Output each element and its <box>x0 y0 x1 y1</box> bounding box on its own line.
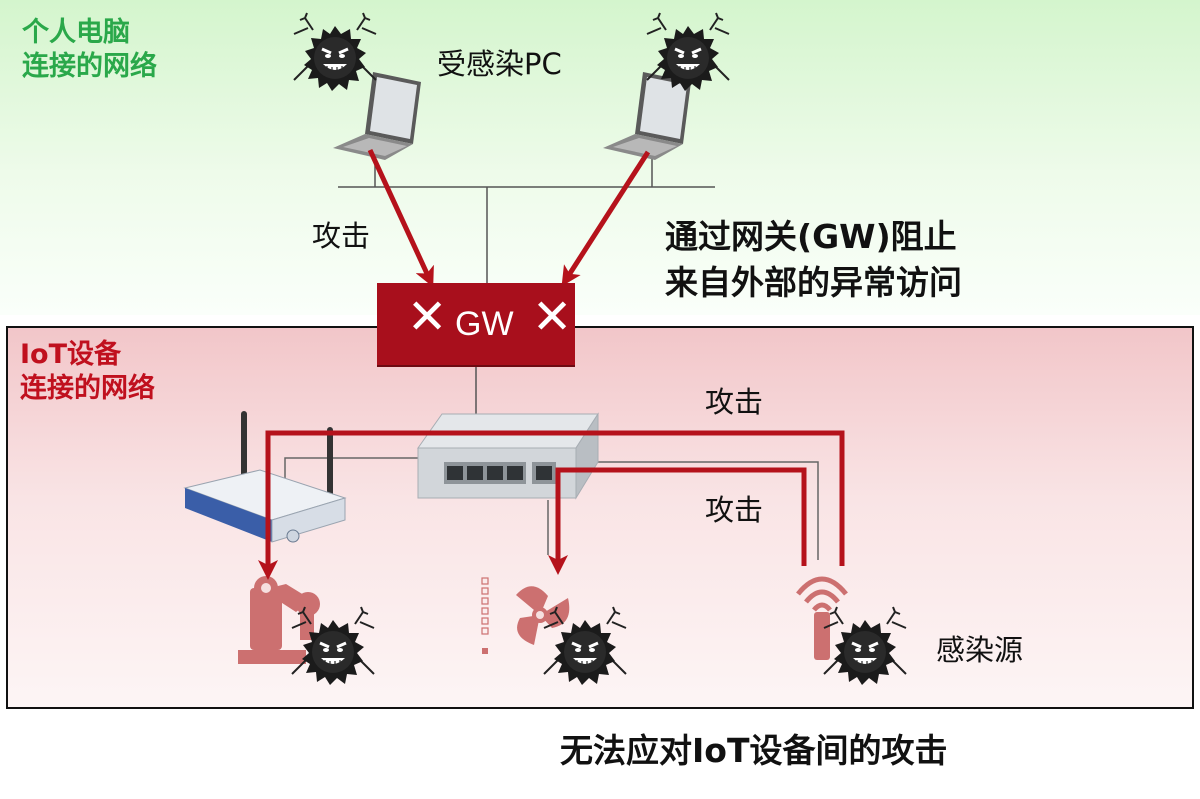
gateway-label: GW <box>455 305 514 343</box>
iot-network-label-line2: 连接的网络 <box>20 373 155 404</box>
virus-icon <box>822 605 908 687</box>
attack-label-iot-2: 攻击 <box>705 493 764 527</box>
infection-source-label: 感染源 <box>936 633 1024 667</box>
iot-network-label: IoT设备 连接的网络 <box>20 338 155 406</box>
gw-block-text-line2: 来自外部的异常访问 <box>665 263 962 302</box>
conclusion-text: 无法应对IoT设备间的攻击 <box>560 731 948 770</box>
pc-network-label: 个人电脑 连接的网络 <box>22 16 157 84</box>
pc-network-zone <box>0 0 1200 315</box>
wifi-router-icon <box>183 411 347 543</box>
pc-network-bus <box>338 152 715 283</box>
robot-arm-icon <box>238 576 320 664</box>
attack-arrow <box>367 148 434 288</box>
attack-arrow <box>548 467 807 575</box>
virus-icon <box>292 11 378 93</box>
block-mark-right: ✕ <box>532 289 573 345</box>
network-switch-icon <box>417 412 599 500</box>
infected-pc-label: 受感染PC <box>437 47 562 81</box>
attack-label-top: 攻击 <box>312 219 371 253</box>
attack-arrow <box>561 150 651 287</box>
fan-icon <box>481 577 570 654</box>
attack-label-iot-1: 攻击 <box>705 385 764 419</box>
iot-network-label-line1: IoT设备 <box>20 339 122 370</box>
laptop-icon <box>603 72 691 160</box>
gateway-box: ✕ GW ✕ <box>377 283 575 367</box>
block-mark-left: ✕ <box>407 289 448 345</box>
wireless-sensor-icon <box>796 576 848 660</box>
gw-block-text-line1: 通过网关(GW)阻止 <box>665 217 957 256</box>
attack-arrow <box>258 430 845 580</box>
pc-network-label-line2: 连接的网络 <box>22 51 157 82</box>
pc-network-label-line1: 个人电脑 <box>22 17 130 48</box>
